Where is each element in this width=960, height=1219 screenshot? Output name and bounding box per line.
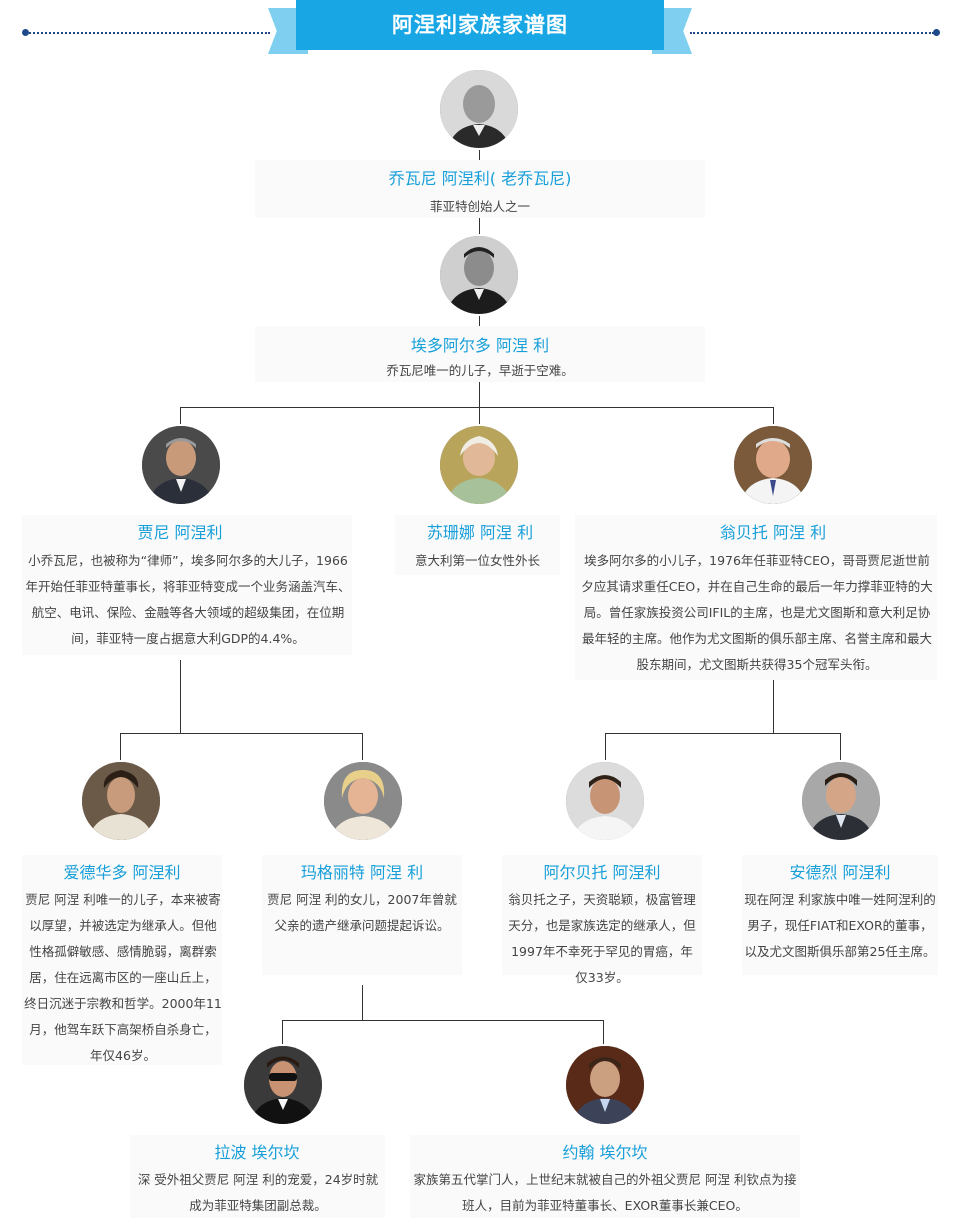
connector [120,733,121,763]
person-name: 爱德华多 阿涅利 [63,863,181,882]
person-description: 意大利第一位女性外长 [414,553,540,568]
person-name: 拉波 埃尔坎 [214,1143,300,1162]
text-panel [502,855,702,975]
connector [180,407,181,429]
connector [120,733,363,734]
header-dotted-line-left [26,32,270,34]
person-name: 苏珊娜 阿涅 利 [426,523,534,542]
connector [362,985,363,1020]
connector [180,407,774,408]
portrait-john [566,1046,644,1124]
text-panel [22,515,352,655]
person-name: 埃多阿尔多 阿涅 利 [410,336,550,355]
page-title: 阿涅利家族家谱图 [296,0,664,50]
person-name: 约翰 埃尔坎 [562,1143,648,1162]
person-description: 贾尼 阿涅 利唯一的儿子，本来被寄以厚望，并被选定为继承人。但他性格孤僻敏感、感… [24,892,222,1063]
text-panel [130,1135,385,1218]
portrait-umberto [734,426,812,504]
person-name: 翁贝托 阿涅 利 [719,523,827,542]
text-panel [255,160,705,218]
person-description: 乔瓦尼唯一的儿子，早逝于空难。 [386,363,574,378]
person-name: 阿尔贝托 阿涅利 [543,863,661,882]
text-panel [742,855,938,975]
person-description: 深 受外祖父贾尼 阿涅 利的宠爱，24岁时就成为菲亚特集团副总裁。 [137,1172,379,1213]
header-dotted-line-right [690,32,934,34]
portrait-susanna [440,426,518,504]
portrait-margherita [324,762,402,840]
connector [773,680,774,733]
connector [605,733,606,763]
text-panel [22,855,222,1065]
person-description: 家族第五代掌门人，上世纪末就被自己的外祖父贾尼 阿涅 利钦点为接班人，目前为菲亚… [413,1172,797,1213]
person-description: 翁贝托之子，天资聪颖，极富管理天分，也是家族选定的继承人，但1997年不幸死于罕… [508,892,696,985]
text-panel [255,326,705,382]
text-panel [410,1135,800,1218]
connector [605,733,841,734]
person-description: 菲亚特创始人之一 [429,199,530,214]
connector [282,1020,604,1021]
connector [773,407,774,429]
portrait-gianni [142,426,220,504]
connector [603,1020,604,1048]
portrait-alberto [566,762,644,840]
portrait-edoardo-jr [82,762,160,840]
connector [282,1020,283,1048]
person-name: 玛格丽特 阿涅 利 [300,863,424,882]
person-name: 贾尼 阿涅利 [137,523,223,542]
connector [479,407,480,429]
connector [840,733,841,763]
text-panel [575,515,937,680]
header-dot-left [22,29,29,36]
person-description: 埃多阿尔多的小儿子，1976年任菲亚特CEO，哥哥贾尼逝世前夕应其请求重任CEO… [581,553,933,672]
header-dot-right [933,29,940,36]
person-description: 小乔瓦尼，也被称为“律师”，埃多阿尔多的大儿子，1966年开始任菲亚特董事长，将… [25,553,351,646]
person-description: 现在阿涅 利家族中唯一姓阿涅利的男子，现任FIAT和EXOR的董事，以及尤文图斯… [744,892,936,959]
person-name: 安德烈 阿涅利 [789,863,891,882]
person-description: 贾尼 阿涅 利的女儿，2007年曾就父亲的遗产继承问题提起诉讼。 [267,892,457,933]
text-panel [395,515,560,575]
portrait-lapo [244,1046,322,1124]
text-panel [262,855,462,975]
connector [180,660,181,733]
portrait-edoardo [440,236,518,314]
portrait-giovanni-sr [440,70,518,148]
person-name: 乔瓦尼 阿涅利( 老乔瓦尼) [388,169,572,188]
connector [362,733,363,763]
portrait-andrea [802,762,880,840]
